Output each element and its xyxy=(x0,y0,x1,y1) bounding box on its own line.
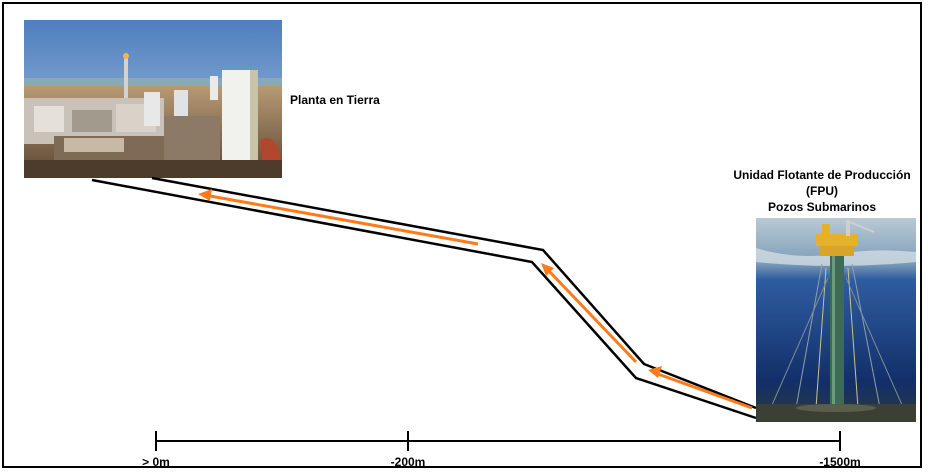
pipeline-lower-line xyxy=(91,178,757,420)
flow-arrow-segment-2 xyxy=(541,263,638,364)
depth-label-0: > 0m xyxy=(142,455,170,469)
flow-arrow-segment-1 xyxy=(198,189,479,246)
fpu-label-line2: (FPU) xyxy=(806,184,838,198)
flow-arrow-segment-3 xyxy=(648,366,753,410)
depth-label-200: -200m xyxy=(391,455,426,469)
onshore-plant-label: Planta en Tierra xyxy=(290,93,380,107)
fpu-label: Unidad Flotante de Producción (FPU) Pozo… xyxy=(720,167,924,215)
pipeline-upper-line xyxy=(151,176,757,410)
fpu-label-line3: Pozos Submarinos xyxy=(767,200,877,214)
onshore-plant-image xyxy=(24,20,282,178)
fpu-image xyxy=(756,218,916,422)
depth-label-1500: -1500m xyxy=(819,455,860,469)
fpu-label-line1: Unidad Flotante de Producción xyxy=(733,168,911,182)
